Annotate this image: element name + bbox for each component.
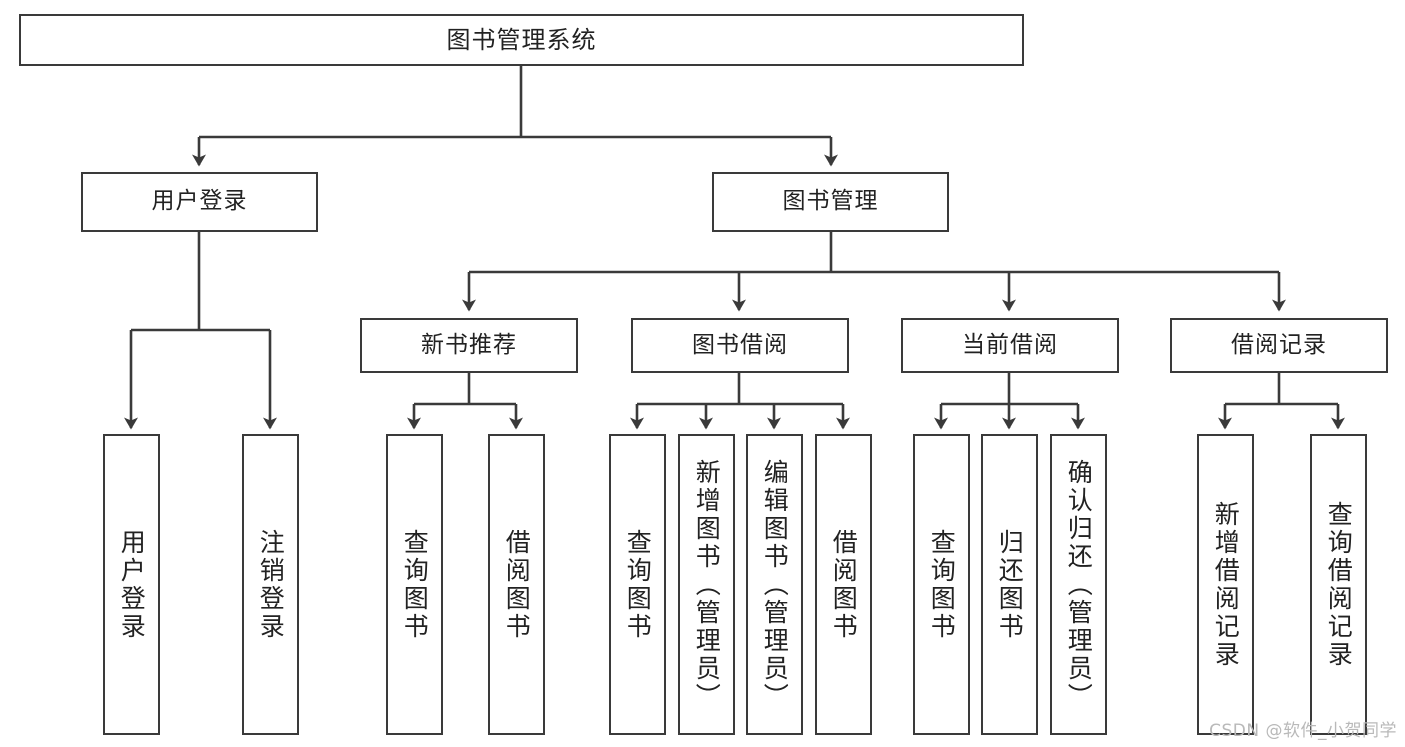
node-leaf-query-book-3[interactable]: 查询图书 bbox=[913, 434, 970, 735]
node-leaf-return-book-label: 归还图书 bbox=[995, 528, 1025, 641]
node-leaf-confirm-return-label: 确认归还（管理员） bbox=[1064, 458, 1094, 711]
node-leaf-query-book-1[interactable]: 查询图书 bbox=[386, 434, 443, 735]
node-root[interactable]: 图书管理系统 bbox=[19, 14, 1024, 66]
node-book-borrow-label: 图书借阅 bbox=[692, 331, 788, 358]
node-leaf-add-record[interactable]: 新增借阅记录 bbox=[1197, 434, 1254, 735]
node-leaf-query-record[interactable]: 查询借阅记录 bbox=[1310, 434, 1367, 735]
node-leaf-user-logout[interactable]: 注销登录 bbox=[242, 434, 299, 735]
csdn-watermark: CSDN @软件_小贺同学 bbox=[1209, 721, 1397, 741]
node-leaf-query-book-1-label: 查询图书 bbox=[400, 528, 430, 641]
node-book-borrow[interactable]: 图书借阅 bbox=[631, 318, 849, 373]
node-leaf-add-book[interactable]: 新增图书（管理员） bbox=[678, 434, 735, 735]
node-leaf-borrow-book-1[interactable]: 借阅图书 bbox=[488, 434, 545, 735]
node-user-login-label: 用户登录 bbox=[151, 188, 248, 215]
node-leaf-edit-book-label: 编辑图书（管理员） bbox=[760, 458, 790, 711]
node-leaf-add-record-label: 新增借阅记录 bbox=[1211, 500, 1241, 669]
node-leaf-add-book-label: 新增图书（管理员） bbox=[692, 458, 722, 711]
node-leaf-query-book-2[interactable]: 查询图书 bbox=[609, 434, 666, 735]
node-leaf-user-logout-label: 注销登录 bbox=[256, 528, 286, 641]
node-leaf-borrow-book-2[interactable]: 借阅图书 bbox=[815, 434, 872, 735]
node-leaf-return-book[interactable]: 归还图书 bbox=[981, 434, 1038, 735]
node-current-borrow[interactable]: 当前借阅 bbox=[901, 318, 1119, 373]
node-root-label: 图书管理系统 bbox=[446, 25, 597, 54]
node-book-manage-label: 图书管理 bbox=[782, 188, 879, 215]
node-leaf-edit-book[interactable]: 编辑图书（管理员） bbox=[746, 434, 803, 735]
node-book-manage[interactable]: 图书管理 bbox=[712, 172, 949, 232]
node-leaf-borrow-book-1-label: 借阅图书 bbox=[502, 528, 532, 641]
node-borrow-record[interactable]: 借阅记录 bbox=[1170, 318, 1388, 373]
node-leaf-user-login[interactable]: 用户登录 bbox=[103, 434, 160, 735]
node-user-login[interactable]: 用户登录 bbox=[81, 172, 318, 232]
node-leaf-user-login-label: 用户登录 bbox=[117, 528, 147, 641]
node-new-book-recommend[interactable]: 新书推荐 bbox=[360, 318, 578, 373]
node-new-book-recommend-label: 新书推荐 bbox=[421, 331, 517, 358]
node-leaf-query-book-3-label: 查询图书 bbox=[927, 528, 957, 641]
node-borrow-record-label: 借阅记录 bbox=[1231, 331, 1327, 358]
node-leaf-confirm-return[interactable]: 确认归还（管理员） bbox=[1050, 434, 1107, 735]
node-leaf-borrow-book-2-label: 借阅图书 bbox=[829, 528, 859, 641]
node-current-borrow-label: 当前借阅 bbox=[962, 331, 1058, 358]
node-leaf-query-record-label: 查询借阅记录 bbox=[1324, 500, 1354, 669]
node-leaf-query-book-2-label: 查询图书 bbox=[623, 528, 653, 641]
